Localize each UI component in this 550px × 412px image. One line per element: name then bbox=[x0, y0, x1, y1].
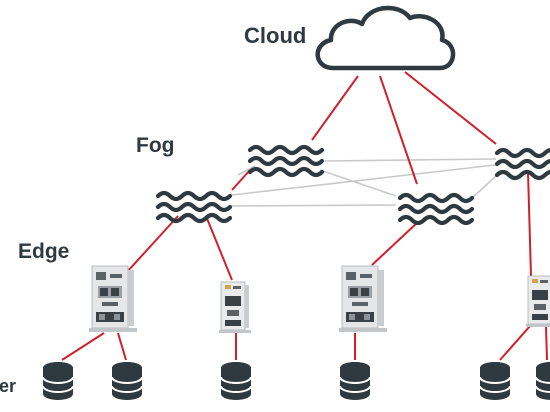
fog-tier-label: Fog bbox=[136, 134, 174, 157]
edge-to-controller-link bbox=[61, 332, 105, 361]
fog-link bbox=[319, 169, 397, 197]
fog-edge-links bbox=[126, 169, 532, 281]
fog-link bbox=[231, 204, 397, 207]
database-icon bbox=[42, 361, 74, 401]
database-icon bbox=[111, 361, 143, 401]
fog-link bbox=[237, 165, 256, 176]
industrial-pc-icon bbox=[525, 275, 550, 328]
fog-to-edge-link bbox=[371, 221, 419, 266]
fog-to-edge-link bbox=[527, 171, 532, 277]
fog-node-icon bbox=[158, 193, 230, 221]
edge-to-controller-link bbox=[545, 325, 548, 361]
fog-to-edge-link bbox=[126, 215, 179, 273]
fog-mesh-links bbox=[231, 158, 497, 207]
fog-to-edge-link bbox=[205, 215, 233, 281]
cloud-to-fog-link bbox=[379, 75, 418, 185]
industrial-pc-icon bbox=[218, 281, 252, 334]
fog-link bbox=[469, 175, 497, 201]
database-icon bbox=[220, 361, 252, 401]
edge-to-controller-link bbox=[117, 332, 127, 361]
fog-node-icon bbox=[497, 150, 550, 178]
database-icon bbox=[339, 361, 371, 401]
fog-node-icon bbox=[250, 147, 322, 175]
cloud-to-fog-link bbox=[404, 71, 497, 145]
edge-tier-label: Edge bbox=[18, 240, 69, 263]
fog-link bbox=[231, 164, 496, 196]
fog-node-icon bbox=[400, 195, 472, 223]
edge-to-controller-link bbox=[499, 325, 531, 361]
database-icon bbox=[479, 361, 511, 401]
fog-link bbox=[324, 158, 497, 162]
industrial-pc-icon bbox=[88, 265, 138, 333]
cloud-fog-links bbox=[311, 71, 497, 185]
edge-controller-links bbox=[61, 325, 548, 361]
cloud-tier-label: Cloud bbox=[244, 23, 306, 48]
industrial-pc-icon bbox=[338, 265, 388, 333]
fog-to-fog-link bbox=[231, 169, 251, 191]
controller-tier-label: ler bbox=[0, 376, 16, 396]
cloud-icon bbox=[315, 5, 456, 71]
database-icon bbox=[535, 361, 550, 401]
cloud-to-fog-link bbox=[311, 75, 359, 141]
